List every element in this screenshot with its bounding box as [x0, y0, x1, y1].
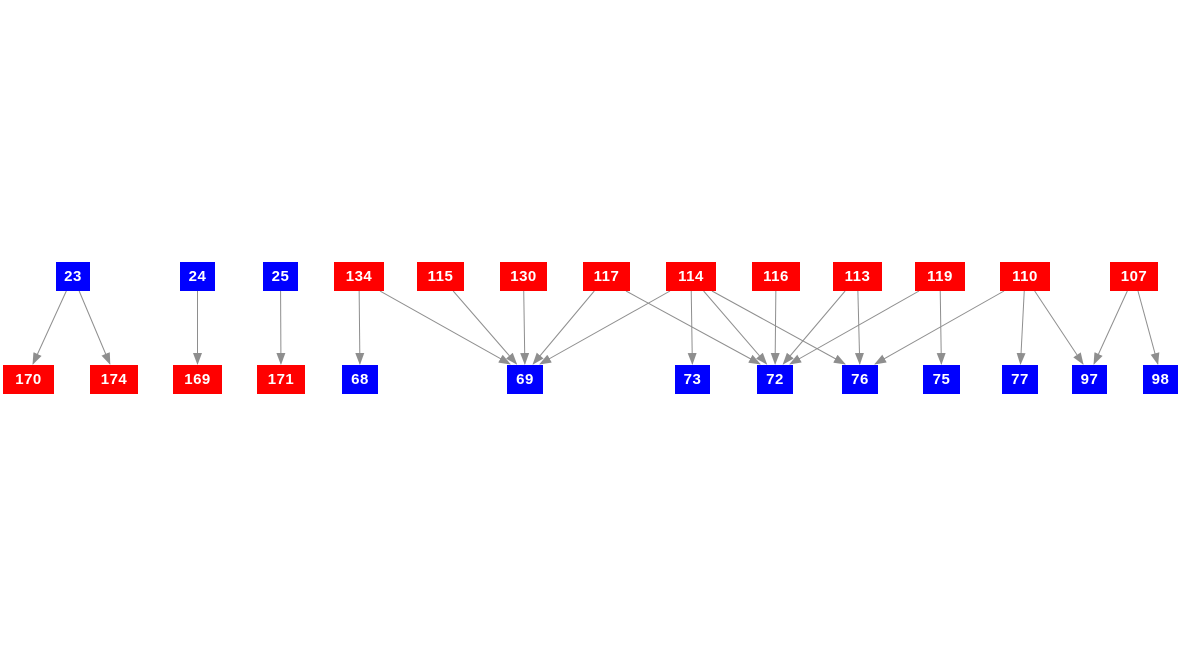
edge-107-98	[1137, 290, 1160, 365]
edge-116-72	[770, 290, 780, 365]
edge-117-69	[532, 290, 595, 365]
edges-group	[32, 290, 1160, 365]
edge-130-69	[520, 290, 530, 365]
node-119: 119	[915, 262, 965, 291]
edge-114-76	[711, 290, 846, 365]
node-117: 117	[583, 262, 630, 291]
node-75: 75	[923, 365, 960, 394]
node-115: 115	[417, 262, 464, 291]
node-113: 113	[833, 262, 882, 291]
edge-119-75	[936, 290, 946, 365]
node-170: 170	[3, 365, 54, 394]
edge-23-170	[32, 290, 67, 365]
edge-114-73	[687, 290, 697, 365]
edge-114-69	[539, 290, 671, 365]
node-77: 77	[1002, 365, 1038, 394]
edge-114-72	[703, 290, 768, 365]
node-24: 24	[180, 262, 215, 291]
edge-115-69	[452, 290, 518, 365]
node-73: 73	[675, 365, 710, 394]
edge-134-69	[379, 290, 511, 365]
edge-23-174	[78, 290, 111, 365]
node-169: 169	[173, 365, 222, 394]
node-69: 69	[507, 365, 543, 394]
edge-113-72	[782, 290, 846, 365]
node-23: 23	[56, 262, 90, 291]
node-116: 116	[752, 262, 800, 291]
node-76: 76	[842, 365, 878, 394]
edge-110-77	[1016, 290, 1026, 365]
node-98: 98	[1143, 365, 1178, 394]
node-134: 134	[334, 262, 384, 291]
edge-110-97	[1034, 290, 1084, 365]
node-110: 110	[1000, 262, 1050, 291]
node-114: 114	[666, 262, 716, 291]
edge-134-68	[355, 290, 365, 365]
node-174: 174	[90, 365, 138, 394]
edge-113-76	[854, 290, 864, 365]
node-97: 97	[1072, 365, 1107, 394]
edge-110-76	[874, 290, 1005, 365]
node-130: 130	[500, 262, 547, 291]
node-72: 72	[757, 365, 793, 394]
node-25: 25	[263, 262, 298, 291]
node-68: 68	[342, 365, 378, 394]
node-171: 171	[257, 365, 305, 394]
edge-117-72	[625, 290, 761, 365]
edge-119-72	[789, 290, 920, 365]
edge-107-97	[1093, 290, 1128, 365]
node-107: 107	[1110, 262, 1158, 291]
